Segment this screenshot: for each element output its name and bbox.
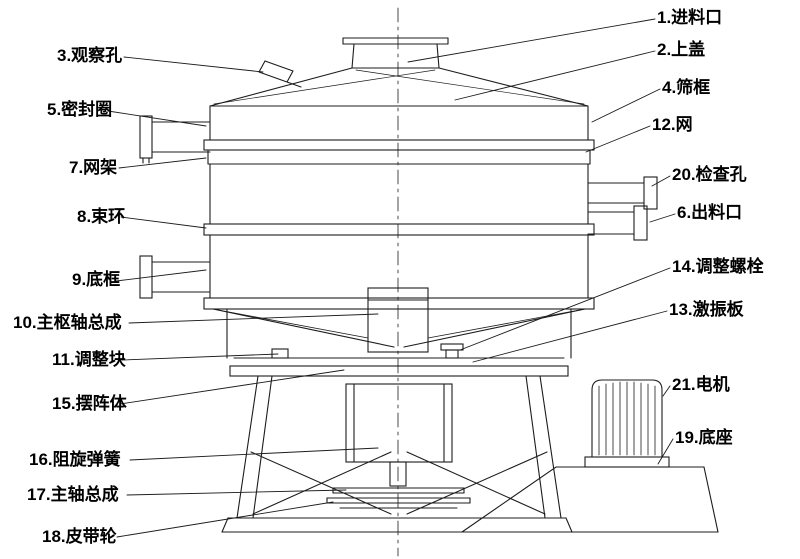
label-motor: 21.电机 [672, 375, 730, 394]
label-discharge-outlet: 6.出料口 [677, 203, 743, 222]
leader-anti-rotation-spring [129, 447, 379, 461]
drawing-swing-body [345, 383, 453, 463]
drawing-screen-frames [203, 105, 595, 310]
drawing-motor-base [460, 466, 719, 533]
leader-main-pivot-assembly [128, 313, 379, 324]
leader-mesh [585, 125, 651, 153]
label-anti-rotation-spring: 16.阻旋弹簧 [29, 450, 121, 469]
leader-bottom-frame [115, 269, 207, 282]
leader-vibration-plate [472, 310, 668, 363]
drawing-seal-ring-port [139, 115, 211, 164]
drawing-adjustment-block [271, 348, 289, 359]
leader-discharge-outlet [649, 213, 676, 223]
label-mesh: 12.网 [652, 115, 693, 134]
drawing-observation-port [258, 60, 302, 88]
leader-top-cover [454, 50, 656, 101]
drawing-discharge-port [587, 205, 648, 241]
label-adjustment-block: 11.调整块 [52, 350, 126, 369]
label-inspection-hole: 20.检查孔 [672, 165, 747, 184]
label-adjustment-bolt: 14.调整螺栓 [672, 257, 764, 276]
leader-swing-body [119, 369, 345, 405]
label-clamp-ring: 8.束环 [77, 207, 126, 226]
leader-feed-inlet [407, 18, 656, 63]
drawing-adjustment-bolt [440, 343, 464, 359]
drawing-feed-inlet [342, 37, 449, 69]
label-screen-frame: 4.筛框 [662, 78, 711, 97]
leader-seal-ring [107, 110, 207, 127]
leader-main-shaft-assembly [126, 489, 347, 496]
label-main-shaft-assembly: 17.主轴总成 [27, 485, 119, 504]
label-vibration-plate: 13.激振板 [669, 300, 744, 319]
leader-base [657, 438, 674, 465]
label-observation-hole: 3.观察孔 [57, 46, 123, 65]
leader-adjustment-block [121, 353, 279, 361]
label-feed-inlet: 1.进料口 [657, 8, 723, 27]
leader-observation-hole [123, 56, 264, 73]
leader-screen-frame [591, 88, 661, 123]
label-belt-pulley: 18.皮带轮 [42, 527, 117, 546]
drawing-pivot-block [367, 287, 429, 353]
drawing-main-shaft [389, 461, 407, 487]
drawing-lower-housing [226, 308, 572, 359]
leader-belt-pulley [116, 501, 334, 538]
label-top-cover: 2.上盖 [657, 40, 706, 59]
drawing-inspection-port [587, 176, 658, 210]
label-mesh-frame: 7.网架 [69, 158, 118, 177]
drawing-vibration-plate [229, 357, 569, 377]
leader-motor [662, 385, 671, 397]
drawing-support-legs [236, 375, 562, 519]
drawing-motor [584, 379, 670, 468]
leader-mesh-frame [118, 157, 207, 169]
label-bottom-frame: 9.底框 [72, 270, 121, 289]
label-main-pivot-assembly: 10.主枢轴总成 [13, 313, 122, 332]
leader-lines [107, 18, 676, 538]
label-seal-ring: 5.密封圈 [47, 100, 113, 119]
leader-clamp-ring [120, 216, 207, 229]
drawing-top-cover [209, 67, 589, 107]
label-base: 19.底座 [675, 428, 733, 447]
drawing-belt-pulley [326, 487, 471, 509]
label-swing-body: 15.摆阵体 [52, 394, 127, 413]
drawing-bottom-cone [212, 308, 586, 348]
leader-adjustment-bolt [459, 267, 671, 351]
drawing-base-plate [221, 517, 573, 533]
leader-inspection-hole [651, 175, 671, 187]
